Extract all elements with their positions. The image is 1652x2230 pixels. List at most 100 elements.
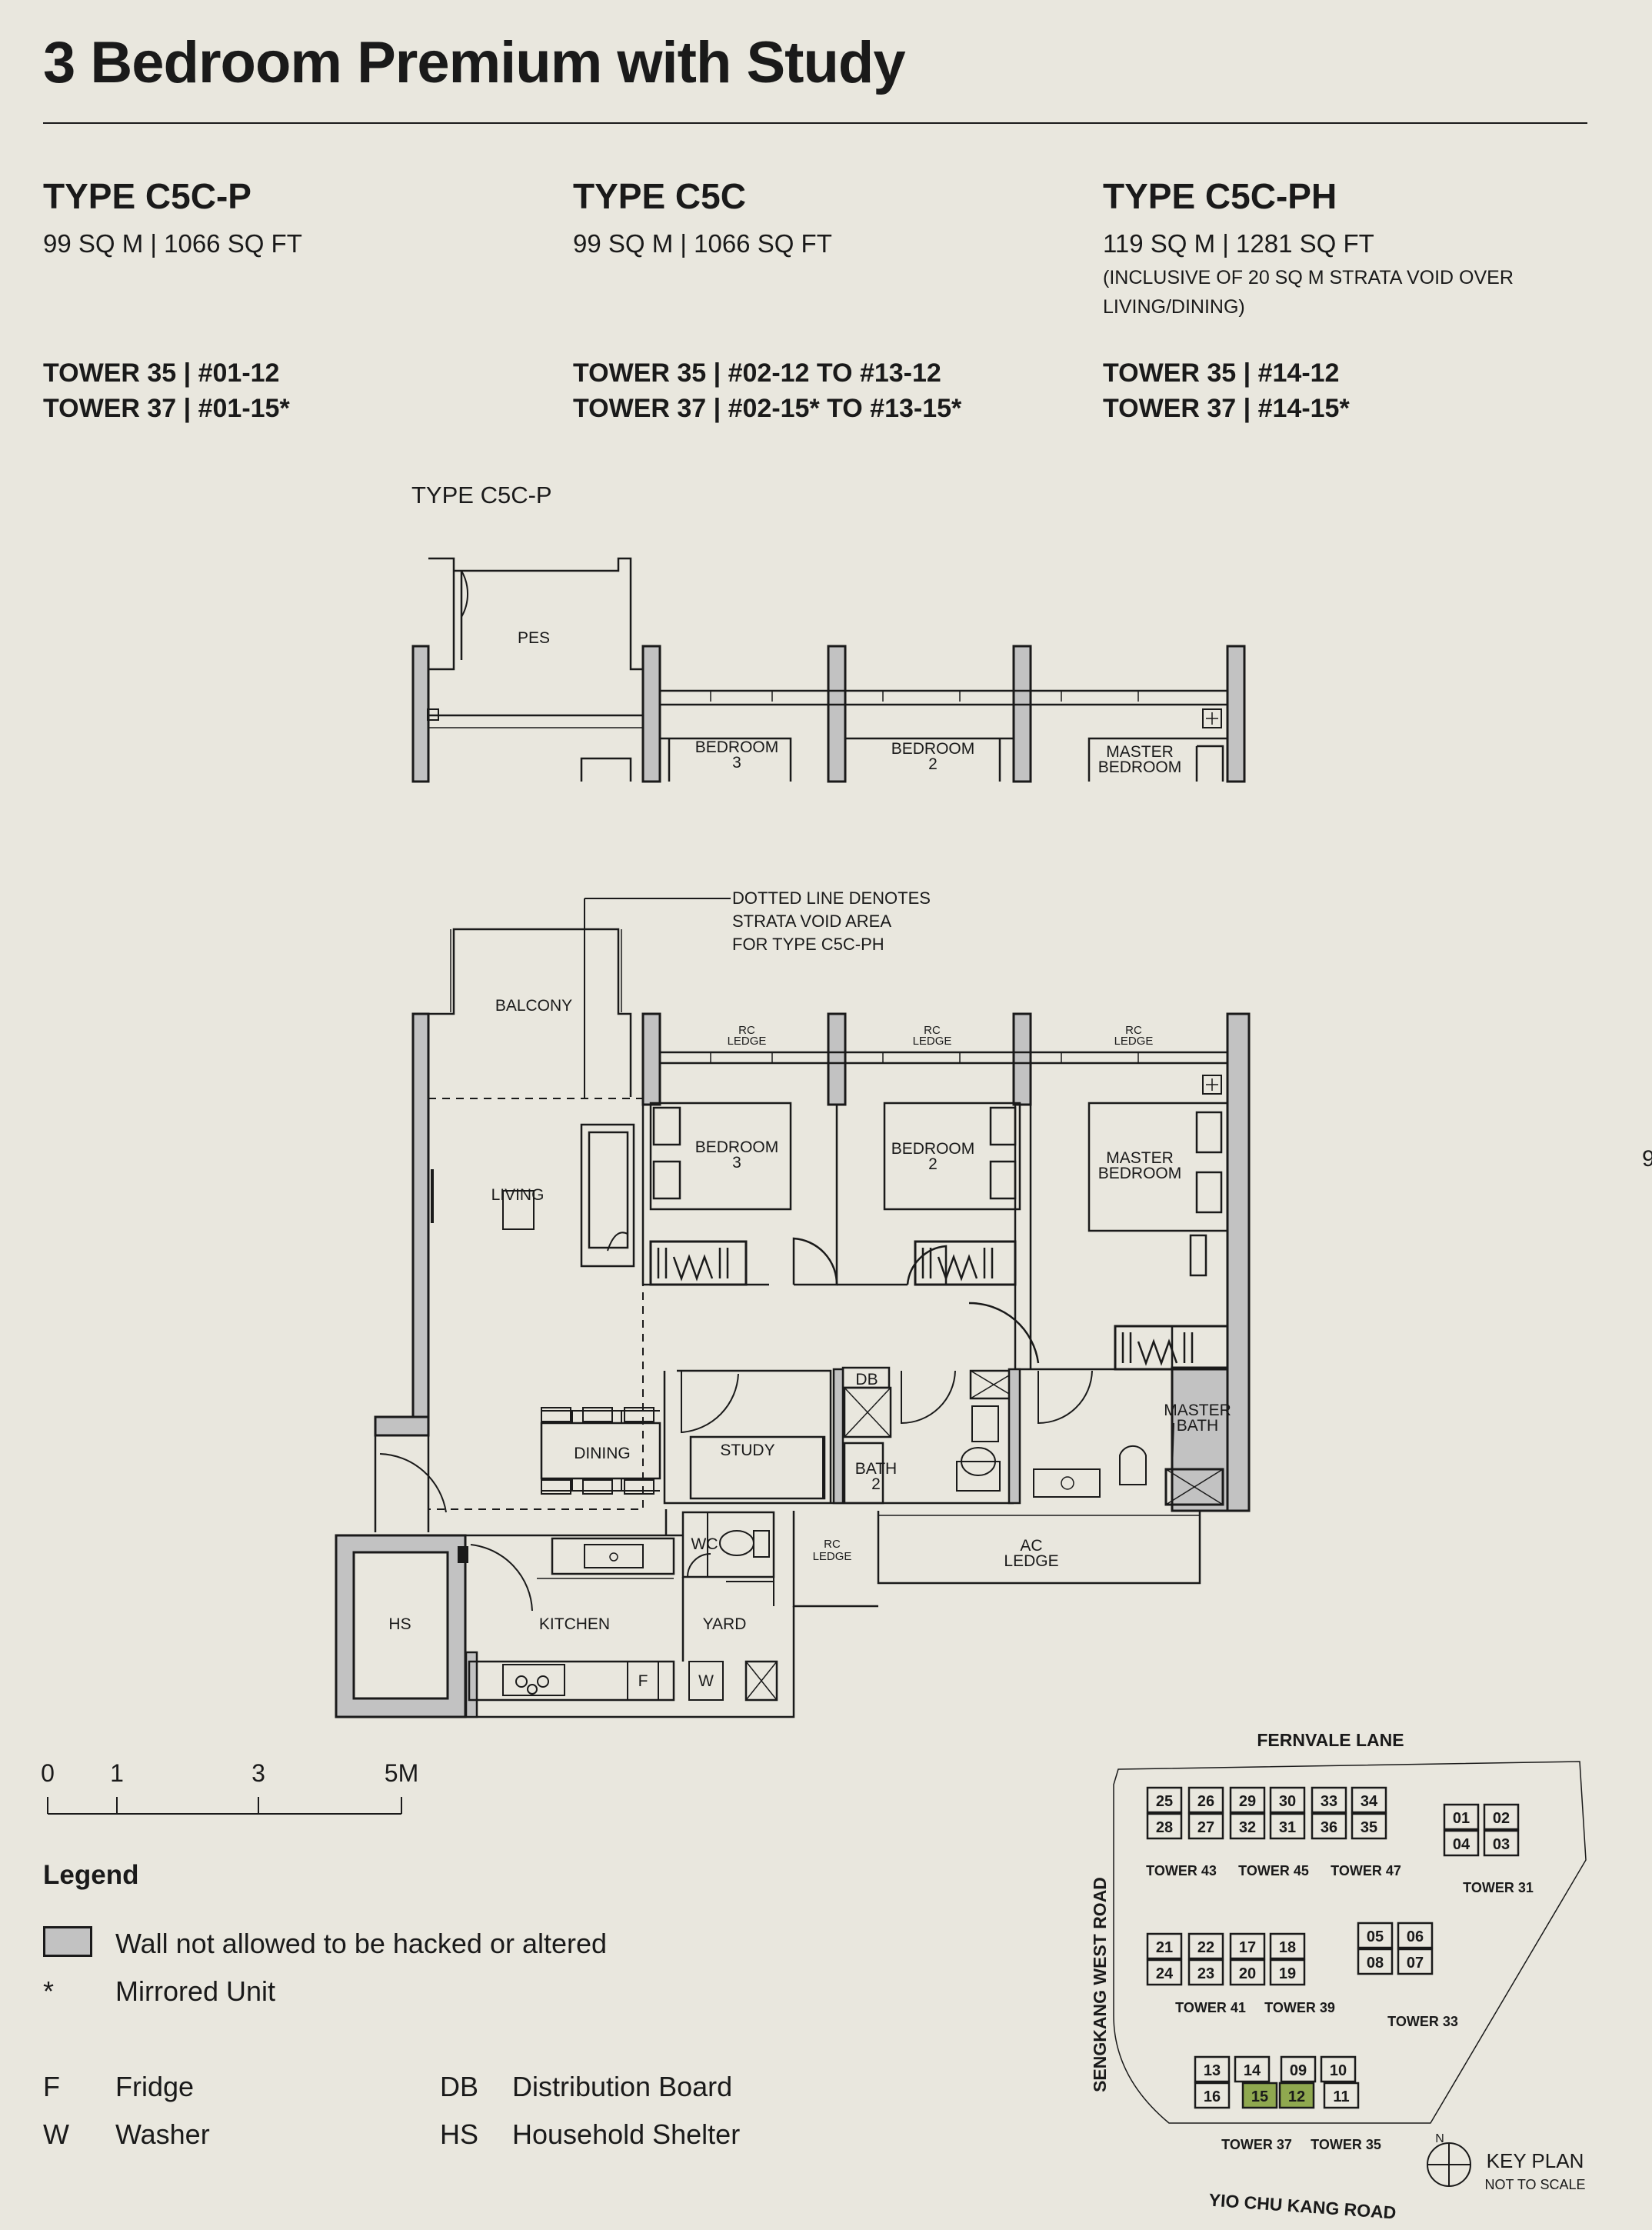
keyplan-unit-box	[1280, 2055, 1317, 2083]
rc-ledge-label: RC	[824, 1538, 841, 1551]
keyplan-unit-label: 06	[1407, 1928, 1424, 1945]
legend-value: Household Shelter	[512, 2118, 741, 2150]
keyplan-unit-label: 31	[1279, 1819, 1296, 1836]
keyplan-tower-label: TOWER 31	[1463, 1880, 1534, 1895]
keyplan-unit-box	[1311, 1786, 1347, 1814]
room-label: BEDROOM	[1098, 1165, 1182, 1182]
room-label: BEDROOM	[695, 1138, 779, 1156]
keyplan-unit-label: 23	[1197, 1965, 1214, 1982]
keyplan-unit-label: 32	[1239, 1819, 1256, 1836]
room-label: BEDROOM	[695, 738, 779, 756]
keyplan-unit-box	[1483, 1803, 1520, 1831]
keyplan-unit-box	[1443, 1803, 1480, 1831]
rc-ledge-label: LEDGE	[813, 1550, 852, 1563]
keyplan-tower-label: TOWER 41	[1175, 2000, 1246, 2015]
keyplan-unit-box	[1357, 1948, 1394, 1975]
keyplan-unit-box	[1229, 1932, 1266, 1960]
keyplan-title: KEY PLAN	[1487, 2149, 1584, 2172]
fridge-label: F	[638, 1672, 648, 1690]
tower-list-c5c-p: TOWER 35 | #01-12 TOWER 37 | #01-15*	[43, 355, 290, 426]
keyplan-unit-box	[1269, 1786, 1306, 1814]
keyplan-unit-label: 27	[1197, 1819, 1214, 1836]
keyplan-unit-box	[1397, 1948, 1434, 1975]
keyplan-unit-label: 17	[1239, 1939, 1256, 1956]
room-label: STUDY	[720, 1442, 774, 1459]
key-plan	[1113, 1761, 1587, 2187]
type-area: 99 SQ M | 1066 SQ FT	[43, 229, 302, 258]
keyplan-unit-box	[1397, 1922, 1434, 1949]
keyplan-unit-box	[1320, 2055, 1357, 2083]
keyplan-unit-label: 21	[1156, 1939, 1173, 1956]
legend-title: Legend	[43, 1860, 139, 1890]
rc-ledge-label: RC	[1125, 1024, 1142, 1037]
legend-key: W	[43, 2118, 69, 2150]
room-label: 2	[928, 1155, 938, 1173]
scale-tick-label: 1	[110, 1759, 124, 1787]
tower-line: TOWER 37 | #02-15* TO #13-15*	[573, 394, 962, 423]
keyplan-unit-box	[1357, 1922, 1394, 1949]
keyplan-unit-label: 05	[1367, 1928, 1384, 1945]
keyplan-unit-box	[1351, 1812, 1387, 1840]
keyplan-unit-box	[1269, 1958, 1306, 1986]
keyplan-tower-label: TOWER 37	[1221, 2137, 1292, 2152]
room-label: DINING	[574, 1445, 631, 1462]
room-label: BATH	[1177, 1417, 1218, 1435]
keyplan-unit-box	[1241, 2082, 1278, 2109]
room-label: MASTER	[1106, 1149, 1174, 1167]
keyplan-unit-label: 15	[1251, 2088, 1268, 2105]
keyplan-unit-label: 14	[1244, 2062, 1261, 2079]
keyplan-unit-box	[1146, 1812, 1183, 1840]
scale-bar	[47, 1797, 402, 1815]
keyplan-unit-label: 18	[1279, 1939, 1296, 1956]
keyplan-unit-box	[1194, 2082, 1231, 2109]
keyplan-unit-box	[1234, 2055, 1271, 2083]
page-title: 3 Bedroom Premium with Study	[43, 30, 906, 95]
keyplan-tower-label: TOWER 35	[1311, 2137, 1381, 2152]
tower-line: TOWER 35 | #14-12	[1103, 358, 1340, 388]
keyplan-unit-label: 28	[1156, 1819, 1173, 1836]
keyplan-unit-label: 04	[1453, 1836, 1470, 1853]
keyplan-unit-box	[1311, 1812, 1347, 1840]
legend-key: F	[43, 2071, 60, 2102]
keyplan-unit-label: 19	[1279, 1965, 1296, 1982]
annotation-line: FOR TYPE C5C-PH	[732, 935, 884, 954]
room-label: PES	[518, 629, 550, 647]
rc-ledge-label: LEDGE	[1114, 1035, 1154, 1048]
keyplan-unit-label: 11	[1333, 2088, 1349, 2105]
keyplan-unit-label: 02	[1493, 1810, 1510, 1827]
keyplan-unit-box	[1229, 1958, 1266, 1986]
rc-ledge-label: RC	[924, 1024, 941, 1037]
type-name: TYPE C5C-P	[43, 176, 251, 216]
annotation-line: STRATA VOID AREA	[732, 912, 891, 931]
keyplan-tower-label: TOWER 45	[1238, 1863, 1309, 1878]
wall-swatch	[43, 1926, 92, 1957]
keyplan-unit-label: 33	[1321, 1793, 1337, 1810]
keyplan-unit-box	[1269, 1932, 1306, 1960]
room-label: HS	[388, 1615, 411, 1633]
keyplan-tower-label: TOWER 33	[1387, 2014, 1458, 2029]
keyplan-unit-label: 36	[1321, 1819, 1337, 1836]
type-column-c5c-p: TYPE C5C-P 99 SQ M | 1066 SQ FT	[43, 175, 302, 258]
room-label: AC	[1020, 1537, 1042, 1555]
keyplan-unit-label: 35	[1361, 1819, 1377, 1836]
room-label: 2	[871, 1475, 881, 1493]
room-label: DB	[855, 1371, 878, 1388]
scale-tick-label: 5M	[385, 1759, 418, 1787]
keyplan-unit-label: 20	[1239, 1965, 1256, 1982]
keyplan-unit-label: 12	[1288, 2088, 1305, 2105]
type-area: 119 SQ M | 1281 SQ FT	[1103, 229, 1374, 258]
type-area: 99 SQ M | 1066 SQ FT	[573, 229, 832, 258]
keyplan-unit-box	[1146, 1786, 1183, 1814]
keyplan-unit-box	[1443, 1829, 1480, 1857]
tower-line: TOWER 37 | #01-15*	[43, 394, 290, 423]
legend-mirrored-symbol: *	[43, 1975, 55, 2007]
room-label: LIVING	[491, 1186, 545, 1204]
keyplan-unit-label: 03	[1493, 1836, 1510, 1853]
type-note: (INCLUSIVE OF 20 SQ M STRATA VOID OVER L…	[1103, 267, 1514, 318]
keyplan-unit-label: 24	[1156, 1965, 1174, 1982]
keyplan-unit-label: 16	[1204, 2088, 1221, 2105]
legend-key: HS	[440, 2118, 479, 2150]
tower-line: TOWER 35 | #01-12	[43, 358, 280, 388]
keyplan-unit-box	[1146, 1958, 1183, 1986]
keyplan-unit-box	[1269, 1812, 1306, 1840]
